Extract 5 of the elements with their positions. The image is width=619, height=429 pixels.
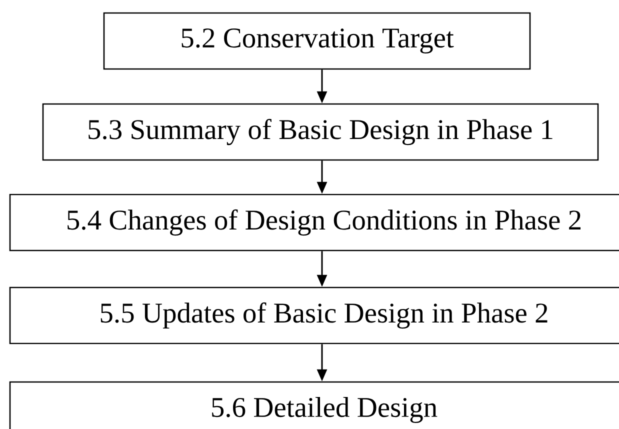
process-box: 5.5 Updates of Basic Design in Phase 2 (9, 286, 619, 344)
process-box: 5.6 Detailed Design (9, 381, 619, 429)
process-box: 5.4 Changes of Design Conditions in Phase 2 (9, 194, 619, 252)
process-box: 5.3 Summary of Basic Design in Phase 1 (42, 103, 599, 161)
process-box: 5.2 Conservation Target (103, 12, 531, 70)
